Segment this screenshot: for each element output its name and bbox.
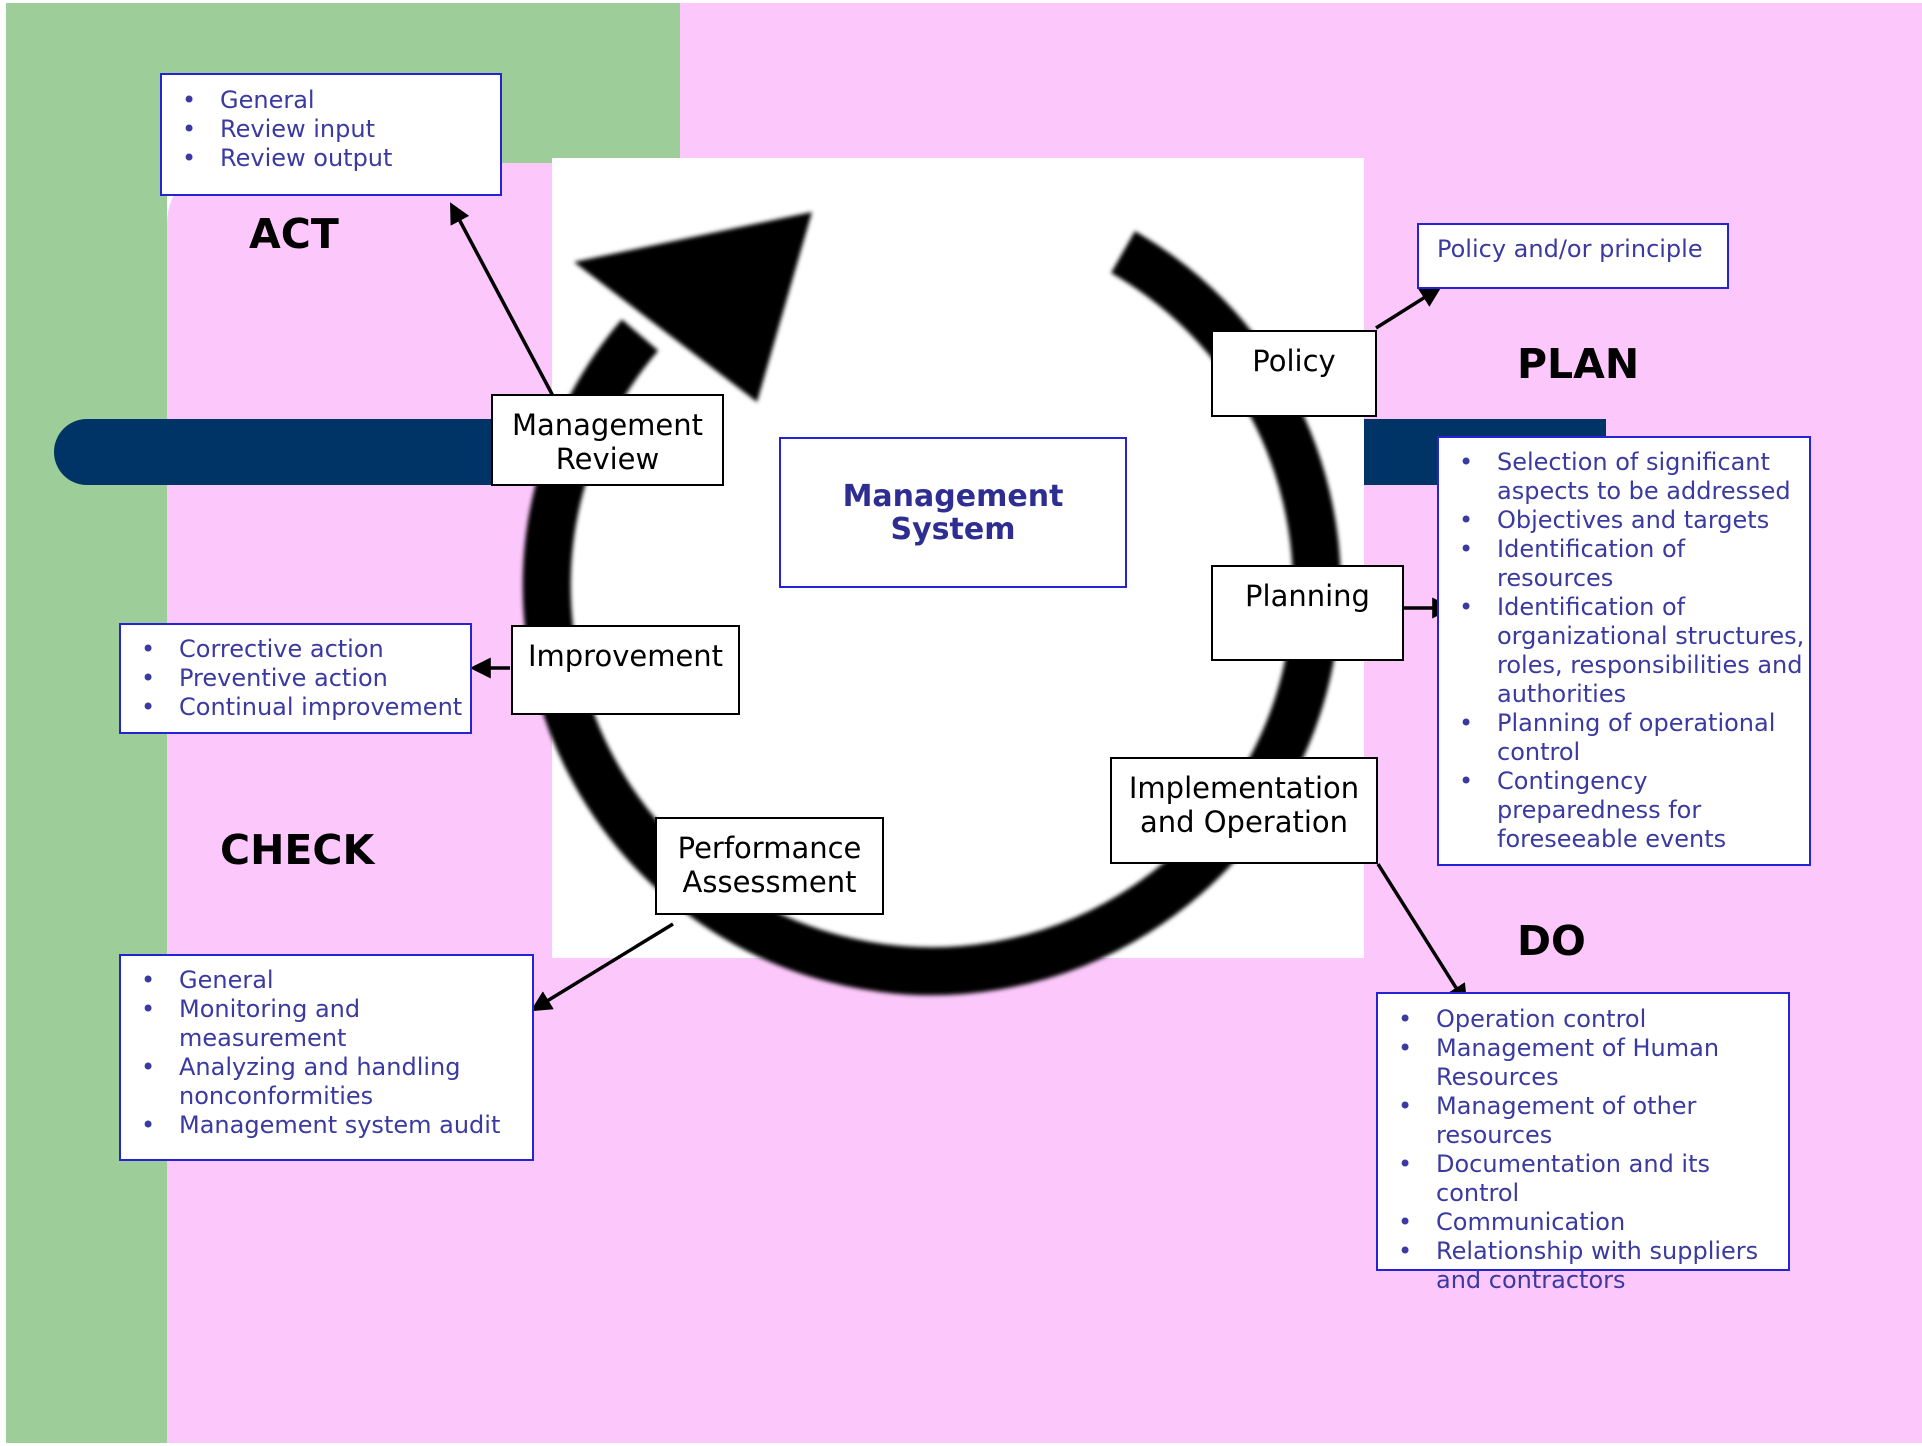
phase-check: CHECK	[220, 826, 375, 874]
stage-management-review: Management Review	[491, 394, 724, 486]
navy-bar-left	[54, 419, 554, 485]
list-item: Preventive action	[121, 664, 470, 693]
stage-performance-assessment: Performance Assessment	[655, 817, 884, 915]
stage-management-review-line2: Review	[555, 442, 660, 476]
list-item: Operation control	[1378, 1005, 1788, 1034]
stage-planning: Planning	[1211, 565, 1404, 661]
improvement-list-box: Corrective action Preventive action Cont…	[119, 623, 472, 734]
list-item: Communication	[1378, 1208, 1788, 1237]
list-item: Analyzing and handling nonconformities	[121, 1053, 532, 1111]
cycle-arrow-head	[574, 212, 812, 402]
list-item: Objectives and targets	[1439, 506, 1809, 535]
check-list-box: General Monitoring and measurement Analy…	[119, 954, 534, 1161]
center-title-line1: Management	[842, 478, 1064, 514]
list-item: Management of other resources	[1378, 1092, 1788, 1150]
center-title-line2: System	[890, 511, 1016, 547]
connector-check	[530, 922, 674, 1012]
do-list-box: Operation control Management of Human Re…	[1376, 992, 1790, 1294]
plan-list-box: Selection of significant aspects to be a…	[1437, 436, 1811, 866]
list-item: Identification of resources	[1439, 535, 1809, 593]
stage-performance-line2: Assessment	[682, 865, 857, 899]
connector-act	[450, 202, 555, 397]
phase-plan: PLAN	[1517, 340, 1640, 388]
stage-planning-label: Planning	[1245, 579, 1370, 613]
list-item: Continual improvement	[121, 693, 470, 722]
list-item: Contingency preparedness for foreseeable…	[1439, 767, 1809, 854]
stage-implementation-operation: Implementation and Operation	[1110, 757, 1378, 864]
list-item: Corrective action	[121, 635, 470, 664]
list-item: Documentation and its control	[1378, 1150, 1788, 1208]
list-item: Relationship with suppliers and contract…	[1378, 1237, 1788, 1295]
phase-do: DO	[1517, 917, 1586, 965]
stage-improvement: Improvement	[511, 625, 740, 715]
act-list-box: General Review input Review output	[160, 73, 502, 196]
list-item: Selection of significant aspects to be a…	[1439, 448, 1809, 506]
list-item: Identification of organizational structu…	[1439, 593, 1809, 709]
list-item: Monitoring and measurement	[121, 995, 532, 1053]
management-system-box: Management System	[779, 437, 1127, 588]
list-item: Management of Human Resources	[1378, 1034, 1788, 1092]
list-item: Management system audit	[121, 1111, 532, 1140]
list-item: Review output	[162, 144, 500, 173]
policy-principle-box: Policy and/or principle	[1417, 223, 1729, 289]
list-item: Review input	[162, 115, 500, 144]
stage-policy: Policy	[1211, 330, 1377, 417]
stage-policy-label: Policy	[1252, 344, 1336, 378]
stage-performance-line1: Performance	[677, 831, 862, 865]
stage-improvement-label: Improvement	[527, 639, 724, 673]
phase-act: ACT	[249, 210, 339, 258]
connector-do	[1376, 863, 1468, 1006]
list-item: General	[162, 86, 500, 115]
list-item: Planning of operational control	[1439, 709, 1809, 767]
stage-implementation-line1: Implementation	[1128, 771, 1360, 805]
list-item: General	[121, 966, 532, 995]
stage-management-review-line1: Management	[511, 408, 704, 442]
connector-policy	[1375, 286, 1442, 330]
stage-implementation-line2: and Operation	[1139, 805, 1349, 839]
cycle-arrow-arc	[522, 231, 1341, 996]
policy-principle-text: Policy and/or principle	[1437, 235, 1703, 263]
